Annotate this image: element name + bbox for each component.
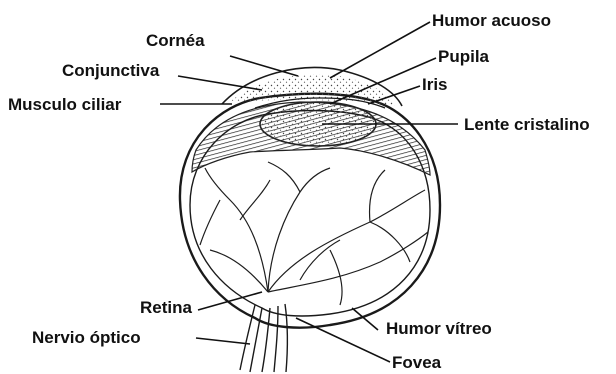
label-musculo-ciliar: Musculo ciliar [8,95,122,114]
leader-fovea [296,318,390,362]
vessel [268,162,300,192]
label-nervio-optico: Nervio óptico [32,328,141,347]
vessel [268,232,428,292]
label-lente-cristalino: Lente cristalino [464,115,590,134]
vessel [210,250,268,292]
leader-lines [160,22,458,362]
vessel [370,222,410,262]
leader-humor-acuoso [330,22,430,78]
label-retina: Retina [140,298,193,317]
aqueous-dots [230,74,398,106]
label-cornea: Cornéa [146,31,205,50]
labels: Humor acuoso Cornéa Pupila Conjunctiva I… [8,11,590,372]
label-fovea: Fovea [392,353,442,372]
vessel [240,180,270,220]
nerve-bundle [285,304,287,372]
label-conjunctiva: Conjunctiva [62,61,160,80]
label-humor-vitreo: Humor vítreo [386,319,492,338]
vessel [268,168,330,292]
nerve-bundle [262,308,270,372]
nerve-bundle [274,306,278,372]
vessel [370,170,385,222]
label-pupila: Pupila [438,47,490,66]
retinal-vessels [200,162,428,305]
leader-retina [198,292,262,310]
label-iris: Iris [422,75,448,94]
label-humor-acuoso: Humor acuoso [432,11,551,30]
vessel [200,200,220,245]
leader-nervio-optico [196,338,250,344]
leader-cornea [230,56,298,76]
